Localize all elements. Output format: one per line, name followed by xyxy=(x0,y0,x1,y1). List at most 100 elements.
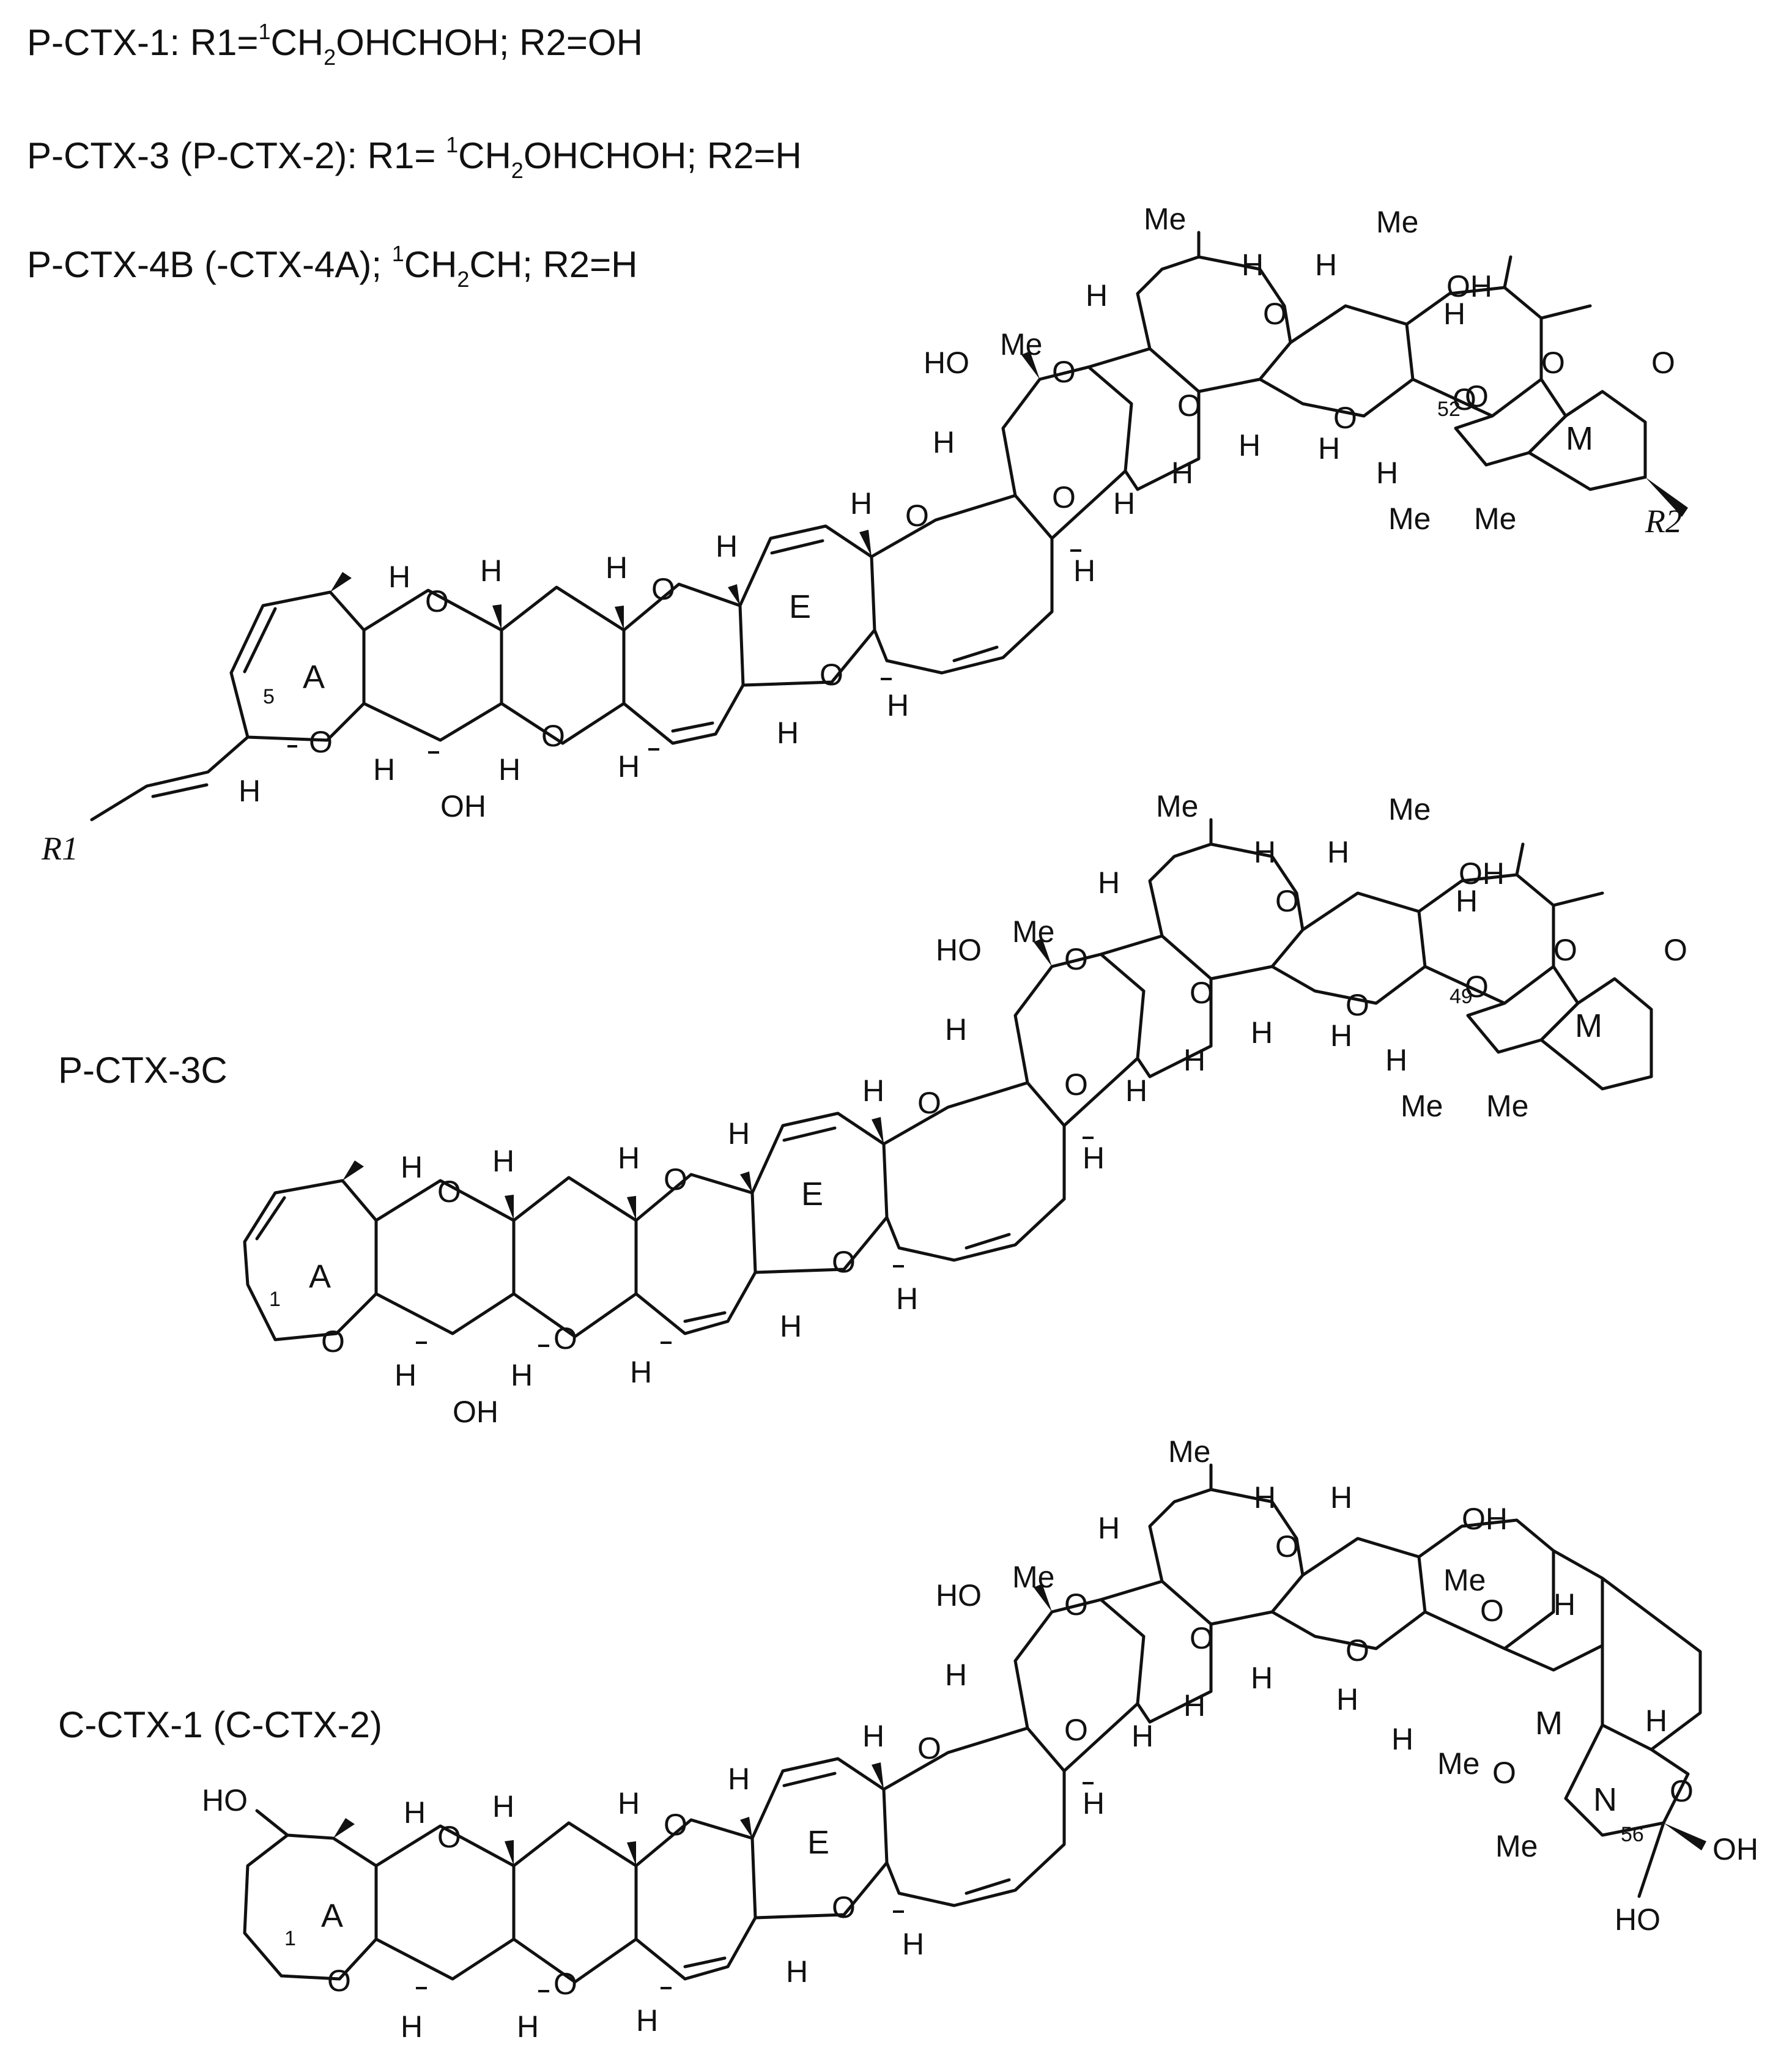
s3-h-3: H xyxy=(618,1786,640,1820)
structure-3-atoms: HO O O O O O O O O O O O O O O H H H H H… xyxy=(202,1434,1758,2044)
caption-line-2: P-CTX-3 (P-CTX-2): R1= 1CH2OHCHOH; R2=H xyxy=(27,132,802,183)
s2-h-8: H xyxy=(780,1309,802,1343)
s3-o-ring-h: O xyxy=(1064,1587,1088,1622)
s1-h-14: H xyxy=(1171,456,1193,490)
s2-oh-ring-b: OH xyxy=(453,1395,498,1429)
s1-me-5: Me xyxy=(1474,502,1516,536)
s1-number-c5: 5 xyxy=(263,685,275,708)
s1-ho: HO xyxy=(924,346,969,380)
s3-oh-ring-n: OH xyxy=(1712,1832,1758,1866)
structure-1-atoms: O O O O O O O O O O O O O O O H H H H H … xyxy=(41,202,1682,867)
s3-h-1: H xyxy=(404,1795,426,1830)
s1-h-20: H xyxy=(1376,456,1398,490)
s2-h-20: H xyxy=(1385,1043,1407,1077)
s3-h-6: H xyxy=(636,2003,658,2038)
s1-h-10: H xyxy=(887,688,909,722)
s2-h-13: H xyxy=(1125,1074,1147,1108)
s2-o-ring-j: O xyxy=(1275,884,1299,918)
s3-h-2: H xyxy=(492,1789,514,1824)
s3-h-18: H xyxy=(1336,1682,1358,1716)
s3-o-ring-k: O xyxy=(1346,1633,1369,1668)
s1-h-8: H xyxy=(777,716,799,750)
s1-h-4: H xyxy=(373,752,395,787)
s2-h-18: H xyxy=(1330,1019,1352,1053)
s2-h-10: H xyxy=(896,1282,918,1316)
s3-o-ring-e: O xyxy=(832,1890,856,1924)
s2-oh-ring-k: OH xyxy=(1459,856,1505,891)
s3-o-ring-f: O xyxy=(917,1731,941,1765)
structure-2-atoms: O O O O O O O O O O O O O O H H H H H H … xyxy=(269,789,1687,1429)
s1-h-13: H xyxy=(1113,486,1135,521)
s2-h-16: H xyxy=(1251,1015,1273,1050)
s1-me-2: Me xyxy=(1144,202,1186,236)
s3-h-11: H xyxy=(1083,1786,1105,1820)
s1-h-1: H xyxy=(388,560,410,594)
s3-h-17: H xyxy=(1254,1480,1276,1515)
s1-o-ring-i: O xyxy=(1177,388,1201,423)
s2-me-1: Me xyxy=(1388,792,1431,826)
s3-h-12: H xyxy=(945,1658,967,1692)
caption-block: P-CTX-1: R1=1CH2OHCHOH; R2=OH P-CTX-3 (P… xyxy=(27,19,802,292)
s1-h-2: H xyxy=(480,554,502,588)
s2-h-3: H xyxy=(618,1141,640,1175)
s1-h-21: H xyxy=(1443,297,1465,331)
structure-3-bonds xyxy=(243,1463,1702,1984)
structure-1-stereo xyxy=(287,351,1688,754)
s2-me-3: Me xyxy=(1012,915,1054,949)
s3-h-14: H xyxy=(1183,1688,1205,1723)
s1-o-ring-h: O xyxy=(1052,355,1076,389)
s1-o-ring-l: O xyxy=(1453,382,1476,417)
s3-h-9: H xyxy=(862,1719,884,1753)
s1-h-17: H xyxy=(1242,248,1264,282)
s2-o-ring-l: O xyxy=(1465,970,1489,1004)
s1-group-r2: R2 xyxy=(1645,503,1682,540)
s2-me-4: Me xyxy=(1401,1089,1443,1123)
s3-o-ring-c: O xyxy=(554,1967,577,2001)
s2-h-15: H xyxy=(1098,866,1120,900)
s3-o-ring-d: O xyxy=(664,1808,687,1842)
s3-o-ring-j: O xyxy=(1275,1529,1299,1564)
structure-p-ctx-3c: P-CTX-3C xyxy=(58,789,1687,1429)
s1-o-ring-a: O xyxy=(309,725,333,759)
s3-o-ring-n: O xyxy=(1670,1774,1694,1808)
s3-h-7: H xyxy=(728,1762,750,1796)
s1-h-16: H xyxy=(1238,428,1261,462)
s3-number-c1: 1 xyxy=(284,1927,296,1950)
s1-o-spiro: O xyxy=(1465,379,1489,414)
caption-line-3: P-CTX-4B (-CTX-4A); 1CH2CH; R2=H xyxy=(27,241,638,292)
s3-h-10: H xyxy=(902,1927,924,1961)
s2-h-11: H xyxy=(1083,1141,1105,1175)
s1-h-15: H xyxy=(1086,278,1108,313)
s2-h-6: H xyxy=(630,1355,652,1389)
caption-line-1: P-CTX-1: R1=1CH2OHCHOH; R2=OH xyxy=(27,19,643,70)
s2-o-ring-e: O xyxy=(832,1245,856,1279)
s1-me-4: Me xyxy=(1388,502,1431,536)
s1-oh-ring-b: OH xyxy=(440,789,486,823)
s3-h-19: H xyxy=(1330,1480,1352,1515)
s1-o-ring-j: O xyxy=(1263,297,1287,331)
s3-label: C-CTX-1 (C-CTX-2) xyxy=(58,1704,382,1745)
structure-c-ctx-1: C-CTX-1 (C-CTX-2) xyxy=(58,1434,1758,2044)
s2-o-ring-g: O xyxy=(1064,1067,1088,1102)
s3-ring-label-a: A xyxy=(321,1898,343,1934)
s1-group-r1: R1 xyxy=(41,830,78,867)
s3-h-15: H xyxy=(1098,1511,1120,1545)
s2-h-1: H xyxy=(401,1150,423,1184)
s2-h-5: H xyxy=(511,1358,533,1392)
structure-2-bonds xyxy=(243,818,1653,1342)
s3-h-4: H xyxy=(401,2010,423,2044)
s1-o-ring-b: O xyxy=(425,584,449,618)
s1-me-1: Me xyxy=(1376,205,1418,239)
s1-h-c5: H xyxy=(239,774,261,808)
s1-o-thf: O xyxy=(1651,346,1675,380)
s2-o-ring-h: O xyxy=(1064,942,1088,976)
s2-h-19: H xyxy=(1327,835,1349,869)
s2-h-21: H xyxy=(1456,884,1478,918)
s1-me-3: Me xyxy=(1000,327,1042,362)
s2-me-5: Me xyxy=(1486,1089,1528,1123)
s3-o-ring-i: O xyxy=(1190,1621,1213,1655)
s2-o-ring-m: O xyxy=(1553,933,1577,967)
s2-o-ring-f: O xyxy=(917,1086,941,1120)
s2-o-ring-i: O xyxy=(1190,976,1213,1010)
